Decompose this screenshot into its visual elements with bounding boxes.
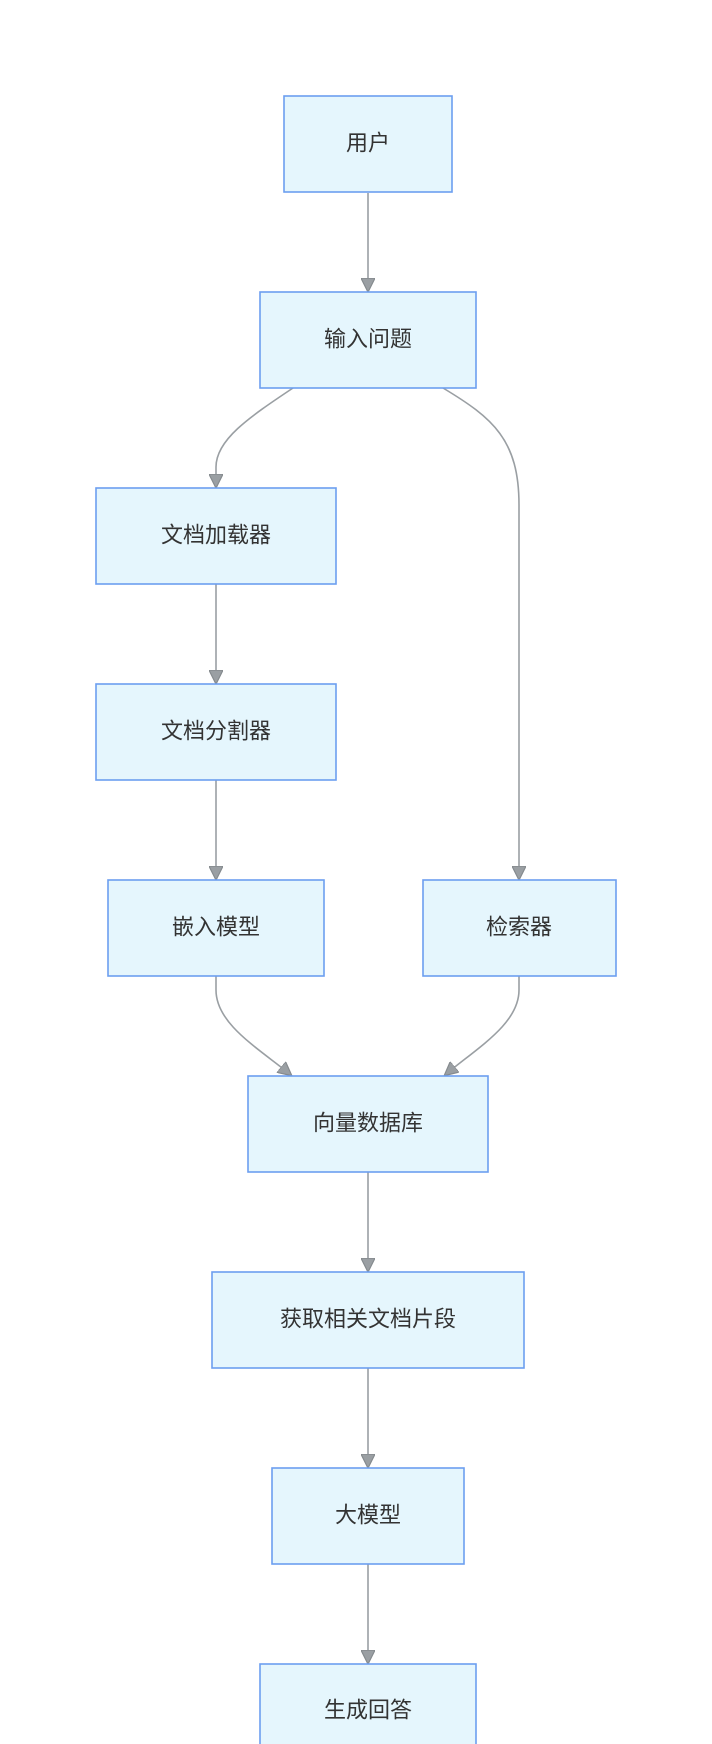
- edge-retriever-to-vector-db: [445, 976, 520, 1075]
- node-vector-db[interactable]: 向量数据库: [247, 1075, 489, 1173]
- node-input-question-label: 输入问题: [324, 328, 412, 353]
- node-generate-answer[interactable]: 生成回答: [259, 1663, 477, 1744]
- edge-input-question-to-retriever: [442, 387, 519, 879]
- node-retriever[interactable]: 检索器: [422, 879, 617, 977]
- node-user-label: 用户: [346, 132, 390, 157]
- node-llm-label: 大模型: [335, 1504, 401, 1529]
- node-generate-answer-label: 生成回答: [324, 1699, 412, 1724]
- node-llm[interactable]: 大模型: [271, 1467, 465, 1565]
- edge-input-question-to-doc-loader: [216, 387, 294, 487]
- node-doc-splitter-label: 文档分割器: [161, 720, 271, 745]
- node-user[interactable]: 用户: [283, 95, 453, 193]
- node-input-question[interactable]: 输入问题: [259, 291, 477, 389]
- node-retriever-label: 检索器: [486, 916, 552, 941]
- node-embedding-model[interactable]: 嵌入模型: [107, 879, 325, 977]
- node-doc-splitter[interactable]: 文档分割器: [95, 683, 337, 781]
- node-doc-loader[interactable]: 文档加载器: [95, 487, 337, 585]
- node-vector-db-label: 向量数据库: [313, 1112, 423, 1137]
- node-fetch-chunks-label: 获取相关文档片段: [280, 1308, 456, 1333]
- edge-embedding-model-to-vector-db: [215, 976, 291, 1075]
- node-fetch-chunks[interactable]: 获取相关文档片段: [211, 1271, 525, 1369]
- node-embedding-model-label: 嵌入模型: [172, 916, 260, 941]
- edges: [216, 193, 519, 1663]
- node-doc-loader-label: 文档加载器: [161, 524, 271, 549]
